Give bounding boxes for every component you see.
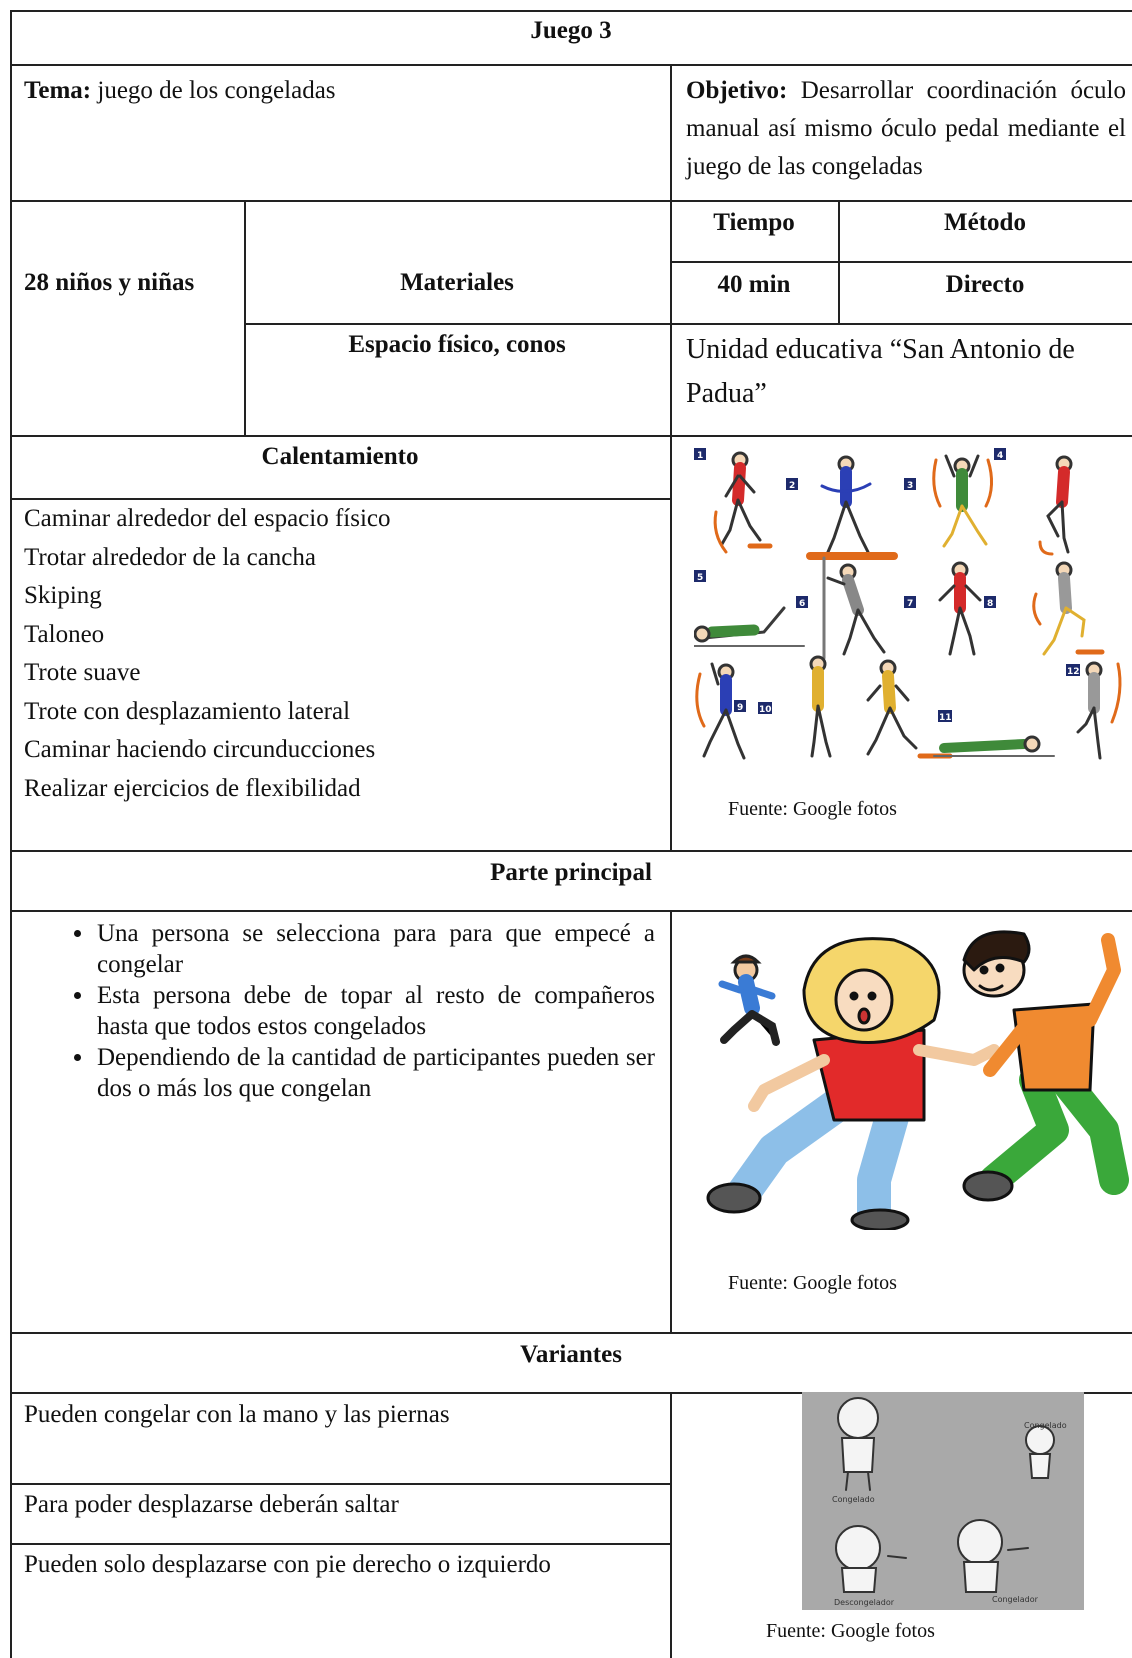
col-divider bbox=[670, 435, 672, 851]
variant-item: Para poder desplazarse deberán saltar bbox=[24, 1491, 399, 1518]
row-divider bbox=[10, 435, 1132, 437]
exercise-number: 3 bbox=[907, 481, 913, 491]
row-divider bbox=[10, 850, 1132, 852]
image-label: Congelador bbox=[992, 1595, 1039, 1604]
list-item: Realizar ejercicios de flexibilidad bbox=[24, 774, 361, 802]
exercise-number: 12 bbox=[1067, 667, 1080, 677]
list-item: Taloneo bbox=[24, 620, 105, 648]
col-divider bbox=[670, 1392, 672, 1658]
row-divider bbox=[10, 1332, 1132, 1334]
game-title: Juego 3 bbox=[530, 17, 612, 44]
objetivo-label: Objetivo: bbox=[686, 77, 788, 104]
row-divider bbox=[10, 1392, 1132, 1394]
image-label: Congelado bbox=[1024, 1421, 1067, 1430]
variants-header: Variantes bbox=[520, 1341, 622, 1368]
exercise-number: 1 bbox=[697, 451, 703, 461]
list-item: Trote suave bbox=[24, 659, 141, 686]
row-divider bbox=[10, 1543, 670, 1545]
warmup-exercises-image: 1 2 3 4 5 6 7 8 9 10 11 12 bbox=[694, 448, 1132, 778]
col-divider bbox=[670, 200, 672, 436]
list-item: Una persona se selecciona para para que … bbox=[95, 918, 655, 980]
exercise-number: 8 bbox=[987, 599, 993, 609]
list-item: Trotar alrededor de la cancha bbox=[24, 543, 316, 571]
list-item: Caminar haciendo circunducciones bbox=[24, 736, 376, 763]
exercise-number: 9 bbox=[737, 703, 743, 713]
tema-value: juego de los congeladas bbox=[91, 77, 336, 104]
participants: 28 niños y niñas bbox=[24, 269, 195, 296]
row-divider bbox=[10, 498, 670, 500]
variants-image-caption: Fuente: Google fotos bbox=[766, 1620, 935, 1642]
warmup-header: Calentamiento bbox=[261, 443, 419, 470]
list-item: Esta persona debe de topar al resto de c… bbox=[95, 980, 655, 1042]
row-divider bbox=[244, 323, 1132, 325]
row-divider bbox=[10, 200, 1132, 202]
col-divider bbox=[670, 64, 672, 201]
row-divider bbox=[670, 261, 1132, 263]
warmup-image-caption: Fuente: Google fotos bbox=[728, 798, 897, 820]
exercise-number: 5 bbox=[697, 573, 703, 583]
tema-cell: Tema: juego de los congeladas bbox=[24, 74, 664, 108]
exercise-number: 6 bbox=[799, 599, 805, 609]
variant-item: Pueden solo desplazarse con pie derecho … bbox=[24, 1551, 551, 1578]
exercise-number: 4 bbox=[997, 451, 1003, 461]
list-item: Dependiendo de la cantidad de participan… bbox=[95, 1042, 655, 1104]
exercise-number: 2 bbox=[789, 481, 795, 491]
list-item: Caminar alrededor del espacio físico bbox=[24, 505, 391, 532]
time-header: Tiempo bbox=[713, 209, 795, 236]
objetivo-cell: Objetivo: Desarrollar coordinación óculo… bbox=[686, 72, 1126, 186]
image-label: Descongelador bbox=[834, 1598, 895, 1607]
tema-label: Tema: bbox=[24, 77, 92, 104]
table-border-left bbox=[10, 10, 12, 1658]
variant-item: Pueden congelar con la mano y las pierna… bbox=[24, 1401, 450, 1428]
list-item: Trote con desplazamiento lateral bbox=[24, 697, 351, 725]
time-value: 40 min bbox=[717, 271, 791, 298]
col-divider bbox=[244, 200, 246, 436]
exercise-number: 10 bbox=[759, 705, 772, 715]
running-children-image bbox=[694, 930, 1132, 1230]
freeze-tag-image: Congelado Congelado Descongelador Congel… bbox=[802, 1392, 1084, 1610]
table-border-top bbox=[10, 10, 1132, 12]
location: Unidad educativa “San Antonio de Padua” bbox=[686, 334, 1075, 409]
exercise-number: 11 bbox=[939, 713, 952, 723]
row-divider bbox=[10, 910, 1132, 912]
method-header: Método bbox=[944, 209, 1026, 236]
col-divider bbox=[670, 910, 672, 1334]
main-part-header: Parte principal bbox=[490, 859, 652, 886]
image-label: Congelado bbox=[832, 1495, 875, 1504]
row-divider bbox=[10, 1483, 670, 1485]
main-image-caption: Fuente: Google fotos bbox=[728, 1272, 897, 1294]
objetivo-value: Desarrollar coordinación óculo manual as… bbox=[686, 77, 1126, 180]
materials-value: Espacio físico, conos bbox=[348, 331, 566, 358]
warmup-list: Caminar alrededor del espacio físico Tro… bbox=[24, 500, 664, 808]
method-value: Directo bbox=[945, 271, 1025, 298]
list-item: Skiping bbox=[24, 582, 102, 609]
row-divider bbox=[10, 64, 1132, 66]
exercise-number: 7 bbox=[907, 599, 913, 609]
materials-header: Materiales bbox=[400, 269, 514, 296]
main-bullets: Una persona se selecciona para para que … bbox=[0, 918, 655, 1104]
